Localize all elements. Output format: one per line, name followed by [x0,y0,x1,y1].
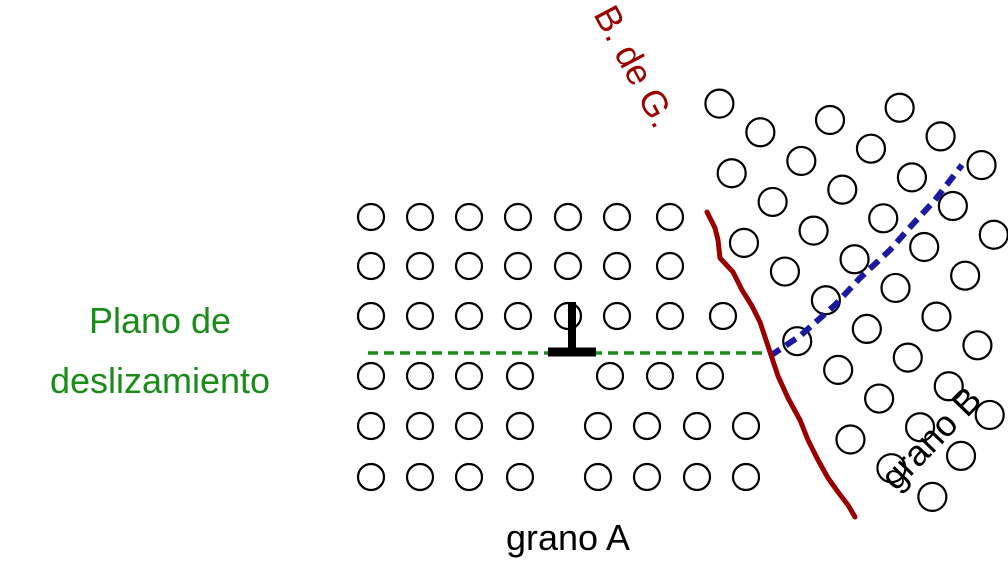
atom-circle [505,361,535,391]
atom-circle [708,301,738,331]
atom-circle [505,411,535,441]
atom-circle [950,260,981,291]
grain-b-label: grano B [872,378,989,497]
atom-circle [682,462,712,492]
atom-circle [405,202,435,232]
atom-circle [405,411,435,441]
atom-circle [745,117,776,148]
atom-circle [503,301,533,331]
atom-circle [814,104,846,136]
atom-circle [454,202,484,232]
atom-circle [823,354,854,385]
atom-circle [553,251,583,281]
atom-circle [602,301,632,331]
atom-circle [728,227,760,258]
atom-circle [595,361,625,391]
slip-plane-label-line1: Plano de [89,300,231,341]
atom-circle [704,88,735,119]
atom-circle [356,202,386,232]
atom-circle [405,251,435,281]
atom-circle [454,301,484,331]
atom-circle [731,411,761,441]
atom-circle [356,411,386,441]
atom-circle [405,301,435,331]
atom-circle [757,186,788,218]
atom-circle [583,411,613,441]
atom-circle [904,412,936,443]
atom-circle [632,462,662,492]
atom-circle [645,361,675,391]
atom-circle [655,251,685,281]
atom-circle [966,149,997,181]
atom-circle [884,92,915,123]
atom-circle [880,272,911,304]
atom-circle [505,462,535,492]
atom-circle [454,361,484,391]
atom-circle [503,202,533,232]
atom-circle [962,330,993,361]
grain-a-lattice [356,202,761,492]
atom-circle [405,462,435,492]
atom-circle [851,313,882,345]
atom-circle [917,481,948,512]
atom-circle [553,202,583,232]
atom-circle [868,203,899,234]
slip-plane-label-line2: deslizamiento [50,360,270,401]
atom-circle [921,301,952,332]
grain-b-slip-plane-line [768,163,965,359]
atom-circle [839,244,870,275]
atom-circle [716,158,747,189]
atom-circle [798,215,829,246]
atom-circle [602,251,632,281]
atom-circle [864,383,895,414]
atom-circle [655,301,685,331]
atom-circle [892,342,923,373]
atom-circle [909,231,940,263]
atom-circle [769,256,801,287]
grain-boundary-line [704,209,858,520]
atom-circle [945,440,977,472]
atom-circle [454,462,484,492]
atom-circle [454,251,484,281]
atom-circle [503,251,533,281]
atom-circle [583,462,613,492]
atom-circle [786,145,817,177]
atom-circle [356,251,386,281]
atom-circle [933,371,964,402]
atom-circle [925,121,956,152]
atom-circle [855,133,887,164]
atom-circle [978,219,1008,250]
atom-circle [937,190,968,222]
atom-circle [974,399,1005,431]
atom-circle [827,174,858,205]
grain-b-lattice [704,88,1008,512]
atom-circle [695,361,725,391]
atom-circle [896,162,928,193]
atom-circle [876,453,907,484]
atom-circle [454,411,484,441]
grain-boundary-label: B. de G. [586,0,684,134]
atom-circle [405,361,435,391]
atom-circle [835,424,866,455]
atom-circle [731,462,761,492]
atom-circle [682,411,712,441]
atom-circle [782,326,813,357]
edge-dislocation-icon [548,302,596,357]
atom-circle [655,202,685,232]
atom-circle [632,411,662,441]
atom-circle [810,285,841,316]
atom-circle [602,202,632,232]
grain-a-label: grano A [506,517,630,558]
atom-circle [356,462,386,492]
atom-circle [356,361,386,391]
atom-circle [356,301,386,331]
